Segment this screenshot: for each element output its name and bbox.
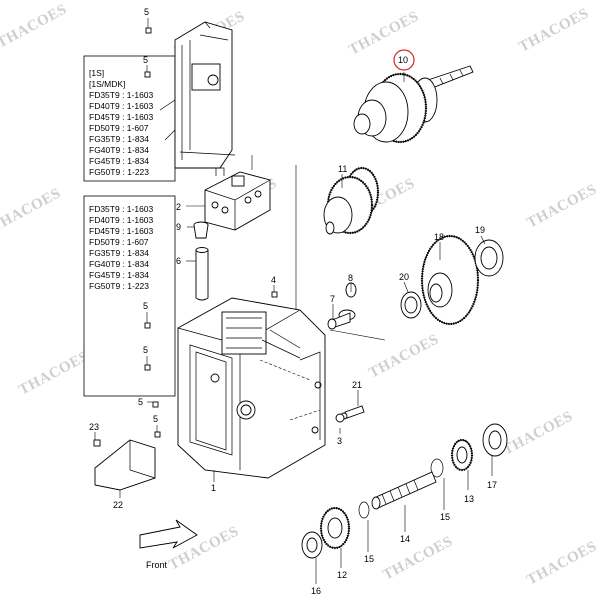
model-code: FD45T9 : 1-1603 [89,226,154,236]
gear-12 [319,506,351,550]
callout-23: 23 [89,422,99,432]
model-code: FG50T9 : 1-223 [89,167,149,177]
snap-ring-15 [430,458,444,478]
callout-5: 5 [143,55,148,65]
callout-2: 2 [176,202,181,212]
output-shaft [371,471,437,510]
callout-17: 17 [487,480,497,490]
callout-16: 16 [311,586,321,596]
model-code: FG40T9 : 1-834 [89,145,149,155]
leader-lines [94,18,493,584]
watermark: THACOES [0,1,70,51]
pin-part [195,247,209,301]
snap-ring-15-lower [358,501,370,519]
callout-13: 13 [464,494,474,504]
cover-plate [94,439,156,491]
callout-20: 20 [399,272,409,282]
callout-12: 12 [337,570,347,580]
model-header: [1S] [89,68,104,78]
model-code: FD40T9 : 1-1603 [89,101,154,111]
watermark: THACOES [524,181,599,231]
callout-5: 5 [144,7,149,17]
bushing-part [193,221,209,239]
callout-3: 3 [337,436,342,446]
control-valve-assembly [204,167,271,231]
callout-11: 11 [338,164,347,174]
plug-part [327,309,356,330]
model-code: FG35T9 : 1-834 [89,134,149,144]
watermark: THACOES [524,538,599,588]
callout-18: 18 [434,232,444,242]
bolt-21 [340,405,365,420]
bolt-23 [93,439,101,447]
watermark: THACOES [516,5,591,55]
model-code: FG35T9 : 1-834 [89,248,149,258]
callout-9: 9 [176,222,181,232]
model-code: FG45T9 : 1-834 [89,270,149,280]
callout-5: 5 [153,414,158,424]
upper-housing-detail [159,21,236,169]
callout-15: 15 [440,512,450,522]
highlight-ring [393,49,415,71]
callout-5: 5 [138,397,143,407]
model-box-bottom: FD35T9 : 1-1603 FD40T9 : 1-1603 FD45T9 :… [83,195,176,397]
front-label: Front [146,560,168,570]
model-code: FD50T9 : 1-607 [89,237,149,247]
callout-7: 7 [330,294,335,304]
model-code: FD35T9 : 1-1603 [89,90,154,100]
callout-14: 14 [400,534,410,544]
callout-5: 5 [143,345,148,355]
model-code: FG45T9 : 1-834 [89,156,149,166]
model-code: FD50T9 : 1-607 [89,123,149,133]
bearing-17 [482,423,508,457]
bearing-16 [301,531,323,559]
watermark: THACOES [380,533,455,583]
gear-13 [450,438,474,472]
model-code: FG50T9 : 1-223 [89,281,149,291]
bearing-part [474,239,504,277]
callout-15: 15 [364,554,374,564]
callout-5: 5 [143,301,148,311]
model-header: [1S/MDK] [89,79,125,89]
model-box-top: [1S] [1S/MDK] FD35T9 : 1-1603 FD40T9 : 1… [83,55,176,182]
callout-8: 8 [348,273,353,283]
watermark: THACOES [16,348,91,398]
model-code: FD40T9 : 1-1603 [89,215,154,225]
callout-22: 22 [113,500,123,510]
input-shaft-clutch [353,65,474,144]
callout-4: 4 [271,275,276,285]
watermark: THACOES [346,8,421,58]
watermark: THACOES [500,408,575,458]
callout-numbers: 5 5 2 9 6 5 5 5 5 23 22 1 4 7 8 11 10 20… [89,7,497,596]
front-arrow: Front [139,519,198,570]
output-gear [420,234,480,326]
model-code: FD35T9 : 1-1603 [89,204,154,214]
transmission-housing [177,297,326,479]
callout-19: 19 [475,225,485,235]
callout-10: 10 [398,55,408,65]
callout-1: 1 [211,483,216,493]
callout-6: 6 [176,256,181,266]
model-code: FD45T9 : 1-1603 [89,112,154,122]
screw-5-group [144,27,278,438]
callout-21: 21 [352,380,362,390]
oil-seal [400,291,422,319]
bolt-3 [335,413,345,423]
model-code: FG40T9 : 1-834 [89,259,149,269]
watermark: THACOES [0,185,64,235]
clutch-drum-assembly [323,166,380,235]
